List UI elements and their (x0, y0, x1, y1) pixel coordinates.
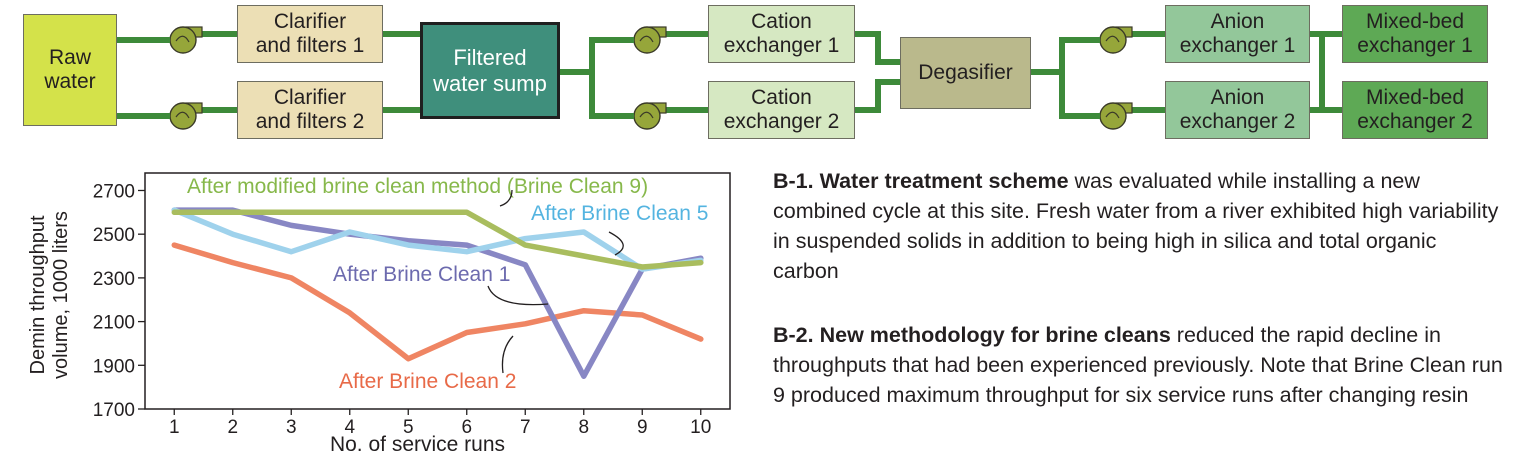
series-annotation-label: After Brine Clean 2 (339, 370, 516, 393)
pump-icon (163, 102, 203, 130)
series-annotation-label: After Brine Clean 1 (333, 263, 510, 286)
plot-frame (144, 172, 731, 410)
y-tick-label: 1900 (93, 356, 135, 377)
series-annotation-label: After Brine Clean 5 (531, 202, 708, 225)
pump-icon (163, 26, 203, 54)
caption-b1-title: B-1. Water treatment scheme (773, 169, 1069, 193)
pipe-cation1-out (852, 31, 903, 65)
annotation-leader-arrow (499, 189, 513, 207)
x-tick-label: 4 (344, 417, 355, 438)
pump-icon (627, 102, 667, 130)
pipe-network (114, 26, 1345, 130)
x-tick-label: 7 (520, 417, 531, 438)
pump-icon (1093, 26, 1133, 54)
annotation-leader-arrow (501, 335, 514, 374)
series-line (171, 207, 704, 379)
x-tick-label: 5 (403, 417, 414, 438)
x-axis-label: No. of service runs (330, 433, 505, 456)
clarifier-and-filters-2-box: Clarifier and filters 2 (237, 81, 383, 139)
x-tick-label: 8 (578, 417, 589, 438)
clarifier-and-filters-1-box: Clarifier and filters 1 (237, 5, 383, 63)
y-tick-label: 2300 (93, 269, 135, 290)
pipe-cation2-out (852, 79, 903, 113)
annotation-leader-arrow (608, 231, 624, 256)
x-tick-label: 2 (227, 417, 238, 438)
anion-exchanger-1-box: Anion exchanger 1 (1165, 5, 1310, 63)
x-tick-label: 10 (690, 417, 711, 438)
y-tick-label: 2700 (93, 181, 135, 202)
cation-exchanger-1-box: Cation exchanger 1 (708, 5, 855, 63)
x-tick-label: 3 (286, 417, 297, 438)
x-tick-label: 1 (169, 417, 180, 438)
pump-icon (1093, 102, 1133, 130)
pump-icon (627, 26, 667, 54)
anion-exchanger-2-box: Anion exchanger 2 (1165, 81, 1310, 139)
y-tick-label: 2500 (93, 225, 135, 246)
y-tick-label: 1700 (93, 400, 135, 421)
mixed-bed-exchanger-2-box: Mixed-bed exchanger 2 (1342, 81, 1488, 139)
annotation-leader-arrow (487, 285, 549, 306)
cation-exchanger-2-box: Cation exchanger 2 (708, 81, 855, 139)
series-line (171, 242, 704, 362)
caption-b2-title: B-2. New methodology for brine cleans (773, 323, 1171, 347)
series-line (171, 207, 704, 272)
x-tick-label: 9 (637, 417, 648, 438)
caption-b1: B-1. Water treatment scheme was evaluate… (773, 166, 1503, 286)
caption-b2-text: reduced the rapid decline in throughputs… (773, 323, 1503, 407)
filtered-water-sump-box: Filtered water sump (420, 22, 560, 119)
y-tick-label: 2100 (93, 313, 135, 334)
mixed-bed-exchanger-1-box: Mixed-bed exchanger 1 (1342, 5, 1488, 63)
water-treatment-flow-diagram: Raw water Clarifier and filters 1 Clarif… (0, 0, 1514, 150)
series-annotation-label: After modified brine clean method (Brine… (187, 175, 648, 198)
raw-water-box: Raw water (23, 14, 117, 126)
x-tick-label: 6 (461, 417, 472, 438)
y-axis-label: Demin throughputvolume, 1000 liters (27, 211, 72, 379)
chart-series (171, 207, 704, 379)
series-line (171, 209, 704, 270)
caption-b2: B-2. New methodology for brine cleans re… (773, 320, 1503, 410)
degasifier-box: Degasifier (900, 37, 1031, 109)
caption-b1-text: was evaluated while installing a new com… (773, 169, 1499, 283)
chart-annotations: After modified brine clean method (Brine… (187, 175, 708, 393)
